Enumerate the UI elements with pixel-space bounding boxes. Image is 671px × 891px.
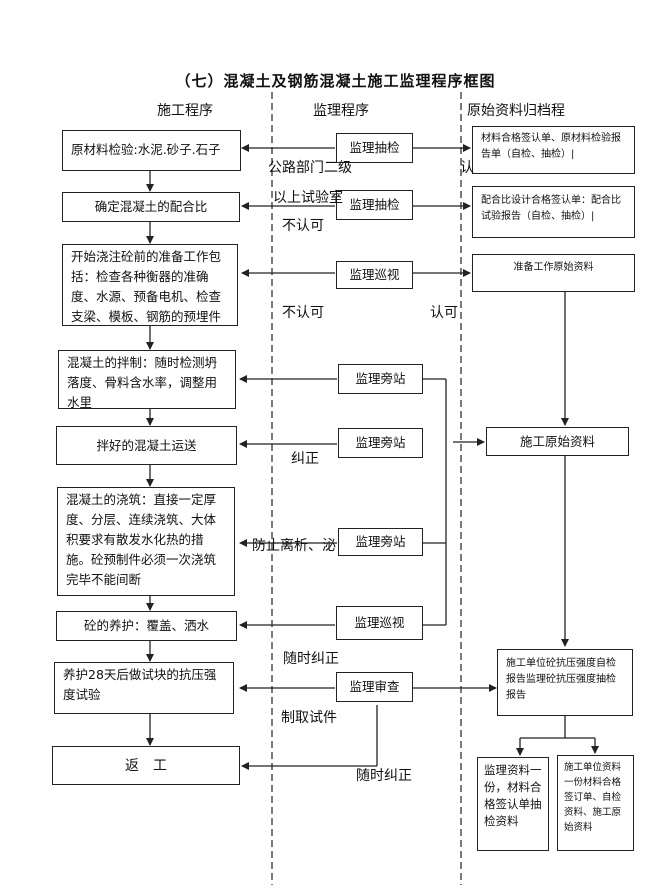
archive-contractor-copy: 施工单位资料一份材料合格签订单、自检资料、施工原始资料 [557,755,634,851]
archive-construction-records: 施工原始资料 [486,427,629,456]
archive-preparation-records: 准备工作原始资料 [472,254,635,292]
archive-strength-reports: 施工单位砼抗压强度自检报告监理砼抗压强度抽检报告 [497,649,633,716]
supervision-side-station-1: 监理旁站 [338,364,423,394]
supervision-side-station-2: 监理旁站 [338,428,423,458]
note-take-specimens: 制取试件 [281,710,337,726]
step-curing: 砼的养护：覆盖、洒水 [56,611,237,641]
archive-material-certificate: 材料合格签认单、原材料检验报告单（自检、抽检）| [472,126,635,174]
column-header-construction: 施工程序 [157,103,213,119]
note-not-approved-2: 不认可 [282,305,324,321]
note-lab-level: 以上试验室 [273,190,343,206]
step-mix-ratio: 确定混凝土的配合比 [62,192,240,222]
step-pour-preparation: 开始浇注砼前的准备工作包括：检查各种衡器的准确度、水源、预备电机、检查支梁、模板… [62,244,238,326]
step-transport: 拌好的混凝土运送 [56,426,237,465]
step-pouring: 混凝土的浇筑：直接一定厚度、分层、连续浇筑、大体积要求有散发水化热的措施。砼预制… [57,487,235,596]
step-rework: 返 工 [52,746,240,785]
step-mixing: 混凝土的拌制：随时检测坍落度、骨料含水率，调整用水里 [58,350,236,409]
note-prevent-segregation: 防止离析、泌 [252,538,336,554]
supervision-inspection-1: 监理巡视 [336,261,413,289]
step-strength-test: 养护28天后做试块的抗压强度试验 [54,662,234,714]
note-highway-dept: 公路部门二级 [268,160,352,176]
supervision-sampling-2: 监理抽检 [336,190,413,220]
page-title: （七）混凝土及钢筋混凝土施工监理程序框图 [175,72,496,90]
archive-supervision-copy: 监理资料一份，材料合格签认单抽检资料 [477,757,549,851]
note-approve-fragment: 认 [460,160,474,176]
step-raw-material-inspection: 原材料检验:水泥.砂子.石子 [62,130,241,171]
column-header-archive: 原始资料归档程 [467,103,565,119]
supervision-inspection-2: 监理巡视 [336,606,423,640]
note-not-approved-1: 不认可 [282,218,324,234]
note-correct-anytime-2: 随时纠正 [356,768,412,784]
column-header-supervision: 监理程序 [313,103,369,119]
archive-mix-ratio-certificate: 配合比设计合格签认单：配合比试验报告（自检、抽检）| [472,186,635,238]
note-correct-anytime-1: 随时纠正 [283,651,339,667]
supervision-side-station-3: 监理旁站 [338,528,423,556]
note-approved: 认可 [430,305,458,321]
note-correct: 纠正 [291,451,319,467]
supervision-sampling-1: 监理抽检 [336,133,413,163]
supervision-review: 监理审查 [336,672,413,702]
